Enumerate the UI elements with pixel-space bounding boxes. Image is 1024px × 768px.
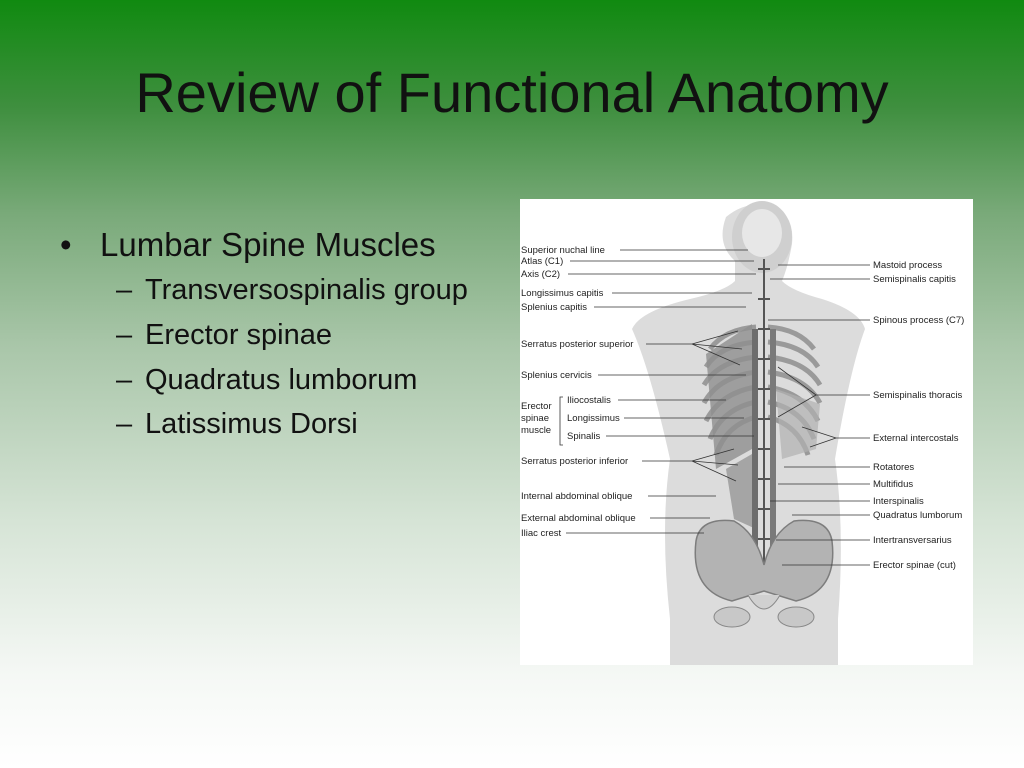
sub-bullet-text: Quadratus lumborum <box>145 363 418 396</box>
label-iliocostalis: Iliocostalis <box>567 395 611 406</box>
pelvis <box>694 519 834 628</box>
main-bullet-text: Lumbar Spine Muscles <box>100 226 436 263</box>
label-interspinalis: Interspinalis <box>873 496 924 507</box>
label-intertransversarius: Intertransversarius <box>873 535 952 546</box>
right-labels: Mastoid process Semispinalis capitis Spi… <box>873 260 964 571</box>
sub-bullet-text: Latissimus Dorsi <box>145 408 358 441</box>
label-spinous-process-c7: Spinous process (C7) <box>873 315 964 326</box>
left-labels: Superior nuchal line Atlas (C1) Axis (C2… <box>521 245 636 539</box>
label-superior-nuchal-line: Superior nuchal line <box>521 245 605 256</box>
dash-marker: – <box>116 363 133 396</box>
sub-bullet: – Quadratus lumborum <box>60 362 490 400</box>
label-serratus-posterior-inferior: Serratus posterior inferior <box>521 456 628 467</box>
back-muscles <box>706 324 820 559</box>
label-spinae: spinae <box>521 413 549 424</box>
sub-bullet: – Erector spinae <box>60 317 490 355</box>
label-external-intercostals: External intercostals <box>873 433 959 444</box>
dash-marker: – <box>116 318 133 351</box>
sub-bullet-text: Transversospinalis group <box>145 274 468 307</box>
label-rotatores: Rotatores <box>873 462 914 473</box>
label-splenius-cervicis: Splenius cervicis <box>521 370 592 381</box>
back-muscles-illustration: Superior nuchal line Atlas (C1) Axis (C2… <box>521 201 964 665</box>
label-quadratus-lumborum: Quadratus lumborum <box>873 510 962 521</box>
label-spinalis: Spinalis <box>567 431 601 442</box>
dash-marker: – <box>116 274 133 307</box>
label-longissimus-capitis: Longissimus capitis <box>521 288 604 299</box>
label-iliac-crest: Iliac crest <box>521 528 561 539</box>
label-external-abdominal-oblique: External abdominal oblique <box>521 513 636 524</box>
label-semispinalis-capitis: Semispinalis capitis <box>873 274 956 285</box>
label-longissimus: Longissimus <box>567 413 620 424</box>
label-axis: Axis (C2) <box>521 269 560 280</box>
label-semispinalis-thoracis: Semispinalis thoracis <box>873 390 962 401</box>
sub-bullet: – Latissimus Dorsi <box>60 406 490 444</box>
label-atlas: Atlas (C1) <box>521 256 563 267</box>
bullet-list: • Lumbar Spine Muscles – Transversospina… <box>60 224 490 444</box>
label-mastoid-process: Mastoid process <box>873 260 942 271</box>
label-erector: Erector <box>521 401 552 412</box>
dash-marker: – <box>116 408 133 441</box>
sub-bullet-text: Erector spinae <box>145 318 332 351</box>
label-muscle: muscle <box>521 425 551 436</box>
label-splenius-capitis: Splenius capitis <box>521 302 587 313</box>
label-multifidus: Multifidus <box>873 479 913 490</box>
sub-bullet: – Transversospinalis group <box>60 272 490 310</box>
sub-bullet-list: – Transversospinalis group – Erector spi… <box>60 272 490 444</box>
main-bullet: • Lumbar Spine Muscles <box>60 224 490 265</box>
label-internal-abdominal-oblique: Internal abdominal oblique <box>521 491 632 502</box>
bullet-marker: • <box>60 226 72 263</box>
slide-title: Review of Functional Anatomy <box>135 61 889 124</box>
anatomy-figure: Superior nuchal line Atlas (C1) Axis (C2… <box>520 199 973 665</box>
right-label-lines <box>768 264 870 566</box>
spine <box>758 259 770 569</box>
label-erector-spinae-cut: Erector spinae (cut) <box>873 560 956 571</box>
label-serratus-posterior-superior: Serratus posterior superior <box>521 339 633 350</box>
left-label-lines <box>559 249 756 534</box>
